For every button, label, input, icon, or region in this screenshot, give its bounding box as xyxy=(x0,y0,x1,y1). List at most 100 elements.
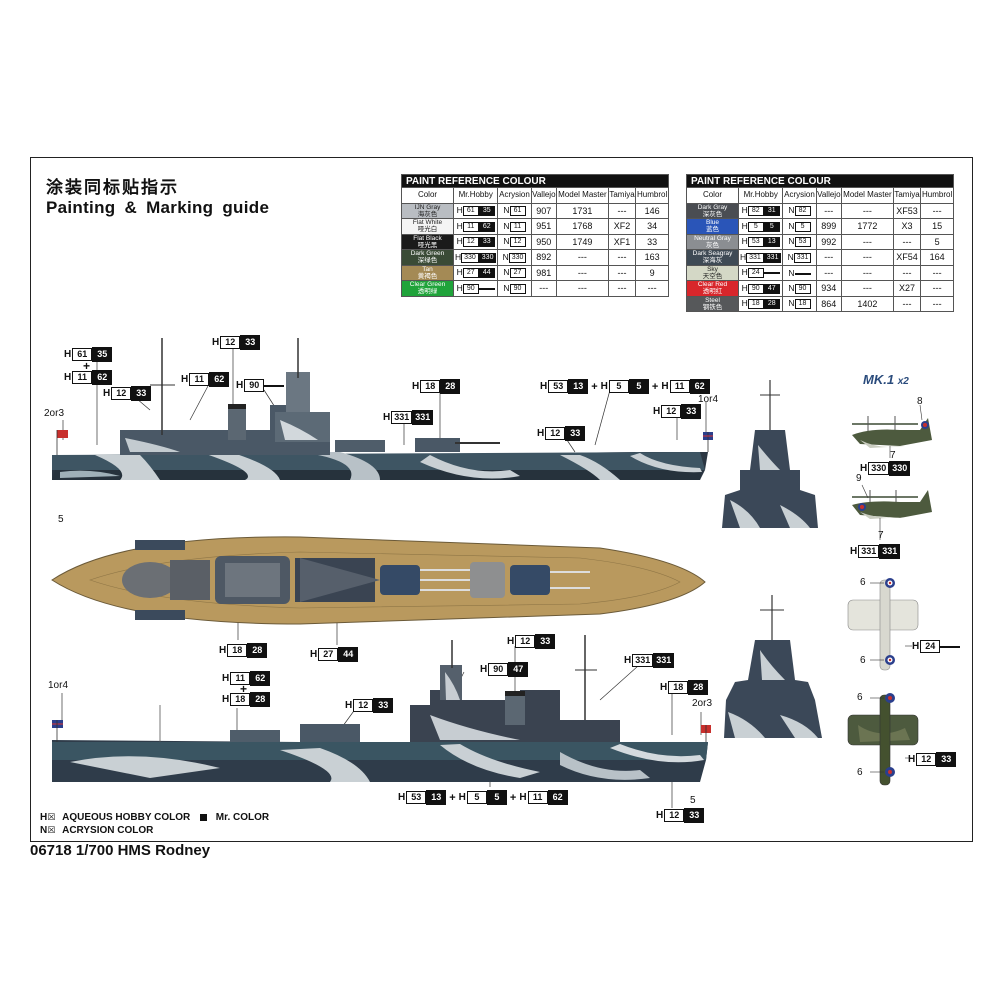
mr-color-number: 33 xyxy=(373,698,394,713)
hobby-number: 27 xyxy=(462,268,479,279)
legend-acrysion: N☒ ACRYSION COLOR xyxy=(40,825,154,836)
plus-sign: + xyxy=(83,359,91,373)
acrysion-number: 12 xyxy=(509,237,526,248)
mr-color-number: 330 xyxy=(889,461,911,476)
mm-value: --- xyxy=(556,280,609,297)
paint-table-title: PAINT REFERENCE COLOUR xyxy=(686,174,954,188)
mr-color-number: 33 xyxy=(240,335,261,350)
plus-sign: + xyxy=(591,380,598,393)
mr-color-number: 35 xyxy=(92,347,113,362)
acrysion-number: 11 xyxy=(509,221,526,232)
mr-color-number: 331 xyxy=(412,410,434,425)
hobby-number: 12 xyxy=(664,809,685,822)
acrysion-number: 90 xyxy=(794,283,811,294)
hobby-number: 330 xyxy=(868,462,890,475)
hobby-number: 331 xyxy=(746,252,764,263)
hobby-number: 11 xyxy=(189,373,210,386)
color-name-en: Flat Black xyxy=(413,234,442,242)
aircraft-model-name: MK.1 xyxy=(863,372,895,387)
mr-color-number: 62 xyxy=(250,671,271,686)
mr-color-number: 13 xyxy=(426,790,447,805)
color-name-en: Tan xyxy=(422,265,433,273)
legend-h-symbol: H xyxy=(40,812,48,823)
decal-number: 2or3 xyxy=(692,698,713,709)
product-footer: 06718 1/700 HMS Rodney xyxy=(30,842,211,859)
decal-number: 1or4 xyxy=(698,394,719,405)
decal-number: 7 xyxy=(890,450,896,461)
mr-color-number: 62 xyxy=(209,372,230,387)
hobby-number: 27 xyxy=(318,648,339,661)
color-name-cn: 深绿色 xyxy=(417,257,438,265)
hobby-number: 18 xyxy=(420,380,441,393)
decal-number: 8 xyxy=(917,396,923,407)
legend-n-text: ACRYSION COLOR xyxy=(62,825,154,836)
hobby-number: 11 xyxy=(527,791,548,804)
paint-table-header-cell: Mr.Hobby xyxy=(737,187,784,204)
paint-table-header-cell: Acrysion xyxy=(497,187,532,204)
decal-number: 6 xyxy=(860,577,866,588)
paint-table-header-cell: Model Master xyxy=(556,187,609,204)
color-name-en: IJN Gray xyxy=(414,203,441,211)
hobby-number: 61 xyxy=(72,348,93,361)
paint-table-header-cell: Model Master xyxy=(841,187,894,204)
mr-color-number: 47 xyxy=(763,283,780,294)
mr-color-number: 331 xyxy=(653,653,675,668)
paint-table-header-cell: Color xyxy=(401,187,454,204)
decal-number: 6 xyxy=(857,692,863,703)
color-name-cn: 深海灰 xyxy=(702,257,723,265)
legend-aqueous: H☒ AQUEOUS HOBBY COLOR xyxy=(40,812,191,823)
color-name-cn: 天空色 xyxy=(702,272,723,280)
decal-number: 2or3 xyxy=(44,408,65,419)
acrysion-code: N xyxy=(782,264,817,281)
mr-color-number: 28 xyxy=(440,379,461,394)
legend-n-symbol: N xyxy=(40,825,48,836)
hobby-number: 18 xyxy=(668,681,689,694)
hobby-number: 12 xyxy=(353,699,374,712)
mr-color-number: 62 xyxy=(689,379,710,394)
hobby-number: 90 xyxy=(488,663,509,676)
color-name-cn: 蓝色 xyxy=(706,226,719,234)
mr-color-number: 33 xyxy=(565,426,586,441)
paint-table-title: PAINT REFERENCE COLOUR xyxy=(401,174,669,188)
paint-table-header-cell: Acrysion xyxy=(782,187,817,204)
color-name-cn: 钢铁色 xyxy=(702,303,723,311)
mr-color-number: 31 xyxy=(763,206,780,217)
color-name-en: Dark Green xyxy=(410,250,445,258)
acrysion-number: 61 xyxy=(509,206,526,217)
mr-color-number: 5 xyxy=(486,790,507,805)
hobby-number: 90 xyxy=(462,283,479,294)
mr-color-number: 28 xyxy=(688,680,709,695)
mr-color-number: 33 xyxy=(681,404,702,419)
decal-number: 5 xyxy=(58,514,64,525)
paint-table-header-cell: Tamiya xyxy=(892,187,922,204)
